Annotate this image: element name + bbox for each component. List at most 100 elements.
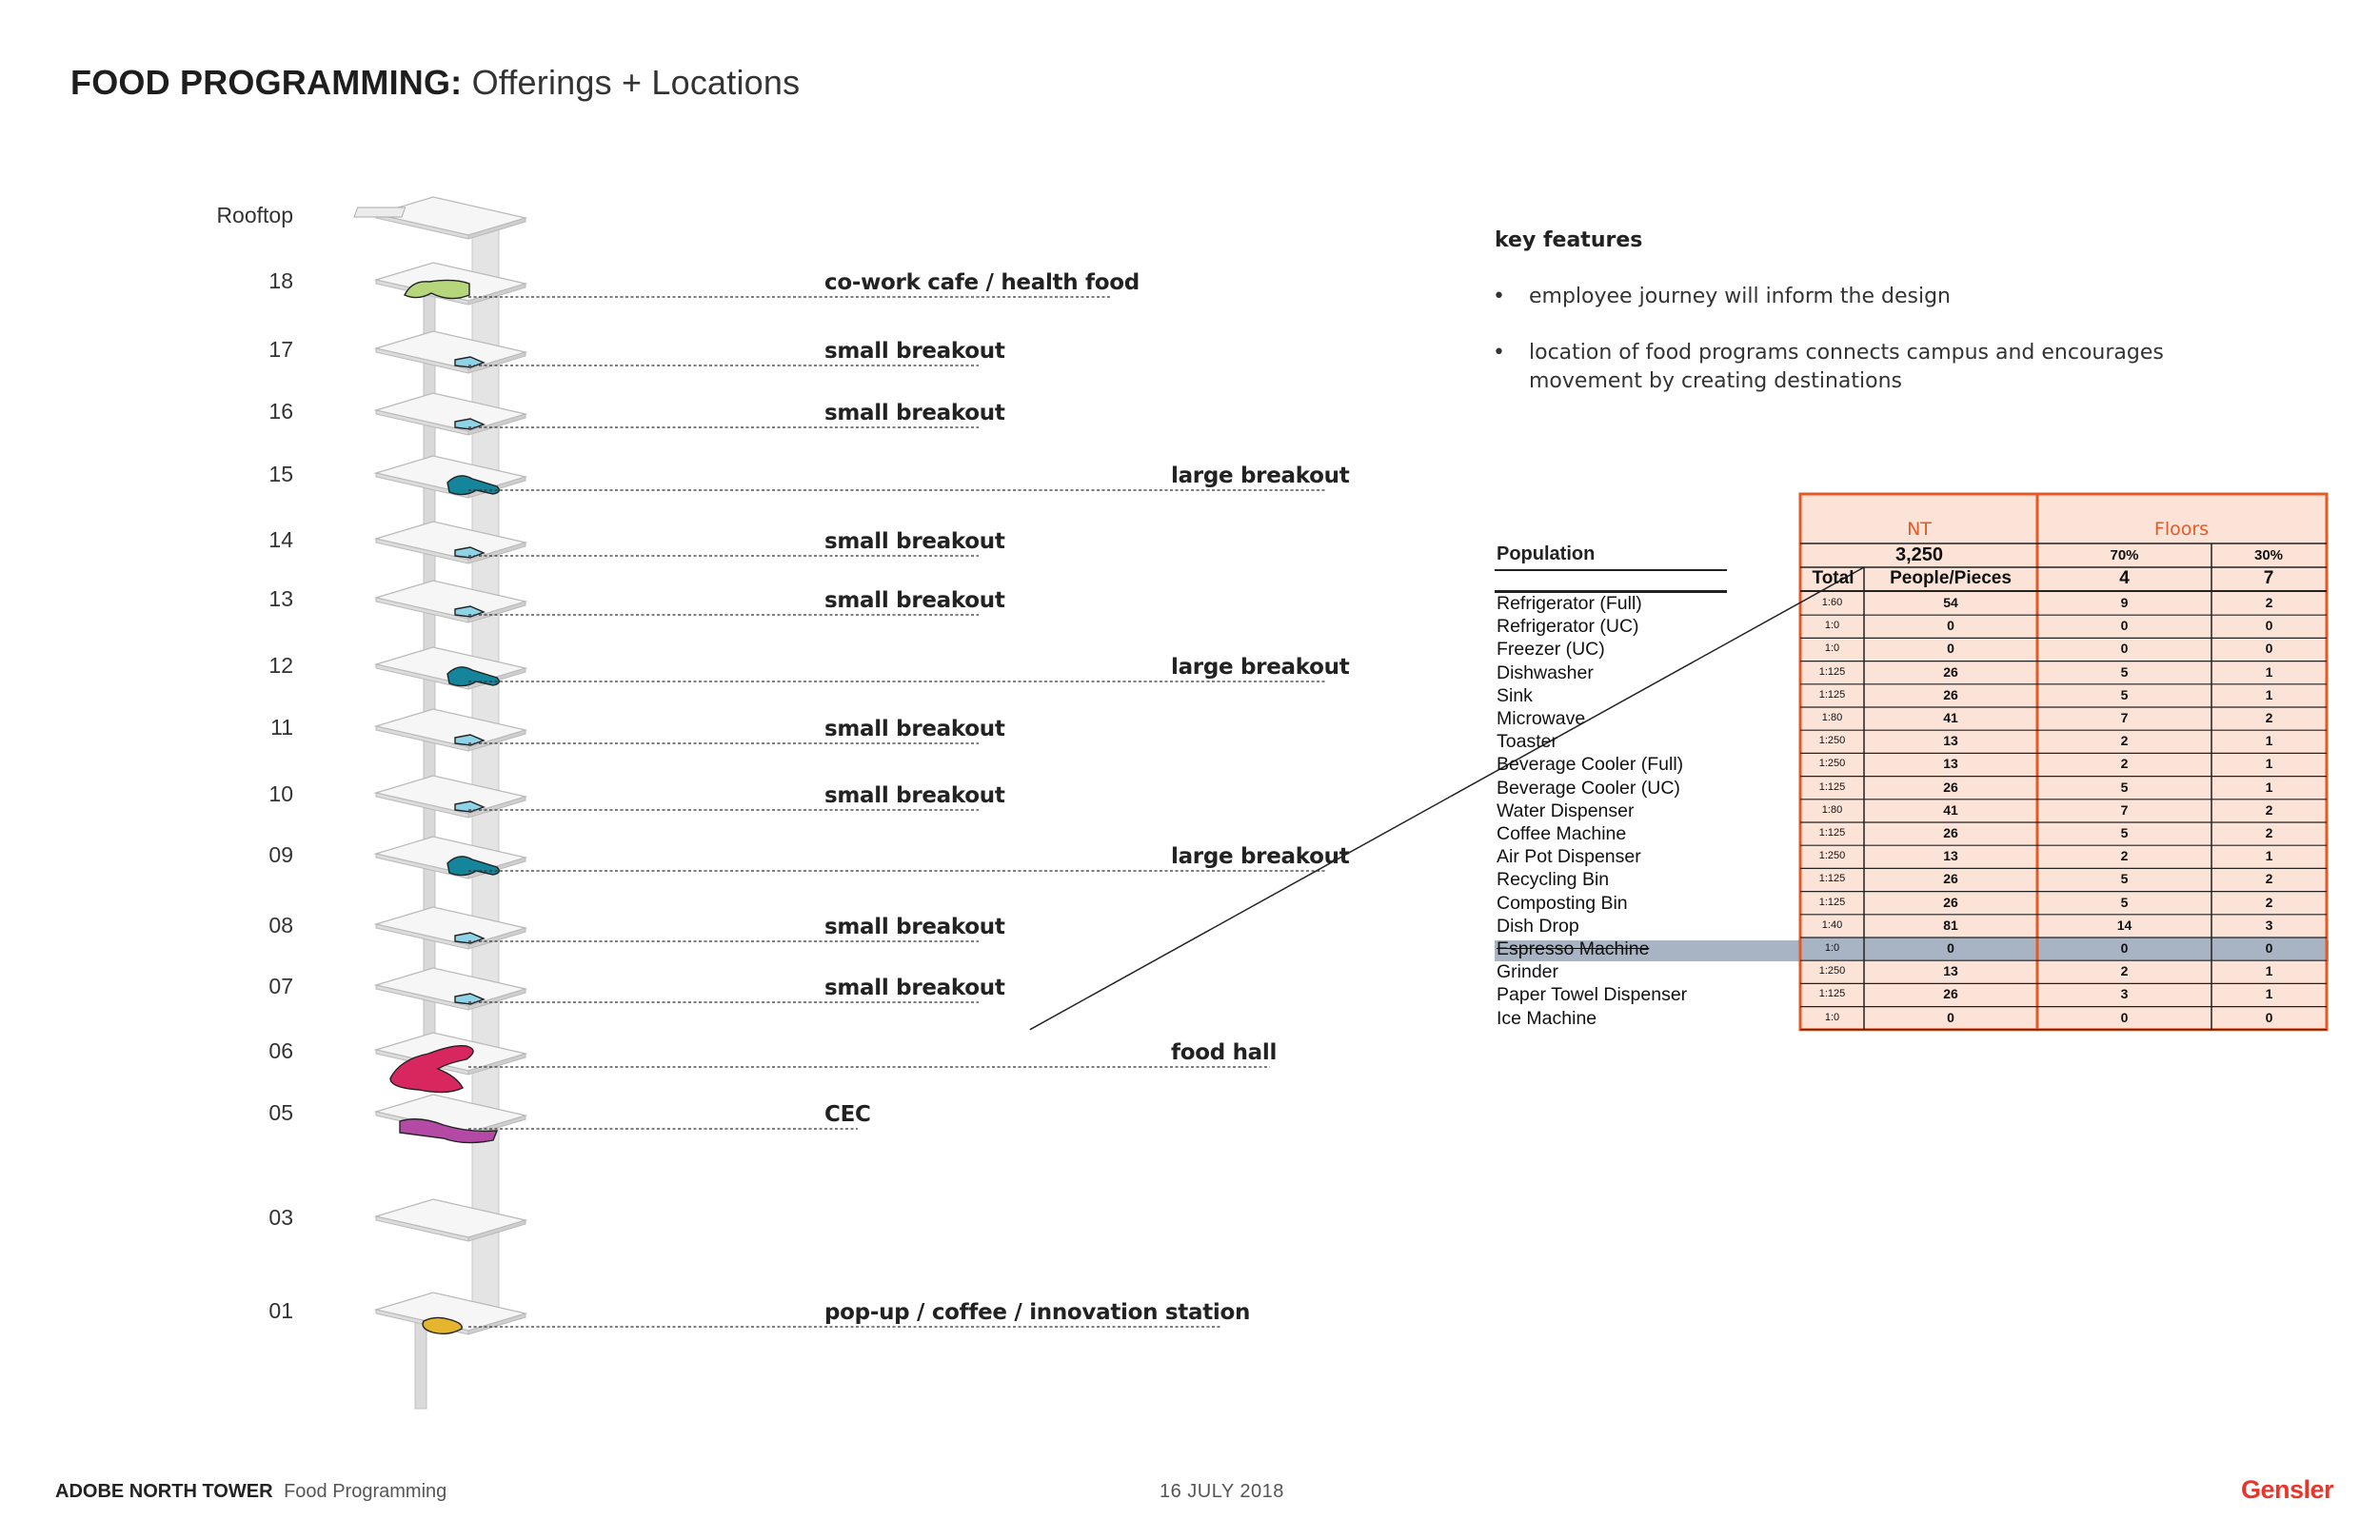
floors-a-cell: 5: [2120, 686, 2129, 702]
fixture-name: Dish Drop: [1497, 915, 1579, 937]
floors-a-cell: 0: [2120, 940, 2129, 956]
floors-b-cell: 0: [2265, 618, 2273, 634]
floors-a-cell: 3: [2120, 986, 2129, 1002]
people-cell: 0: [1947, 940, 1954, 956]
floor-label: 15: [268, 462, 293, 486]
footer-project-name: ADOBE NORTH TOWER: [55, 1481, 273, 1502]
gensler-logo: Gensler: [2241, 1475, 2334, 1504]
floor-plate-edge: [467, 927, 526, 950]
fixture-name: Composting Bin: [1497, 892, 1628, 914]
floor-label: 18: [268, 268, 293, 293]
floors-b-cell: 1: [2265, 756, 2273, 772]
bullet-glyph: •: [1493, 341, 1505, 365]
floors-b-cell: 2: [2265, 825, 2273, 840]
fixture-name: Coffee Machine: [1497, 823, 1627, 844]
floor-plate-edge: [467, 1053, 526, 1076]
floor-callout: CEC: [824, 1102, 871, 1127]
floor-plate-edge: [467, 351, 526, 374]
ratio-cell: 1:80: [1821, 803, 1843, 816]
people-cell: 13: [1943, 756, 1958, 772]
people-cell: 0: [1947, 1009, 1954, 1025]
floors-b-cell: 2: [2265, 595, 2273, 610]
fixture-name: Microwave: [1497, 708, 1586, 729]
floors-a-cell: 9: [2120, 595, 2129, 610]
ratio-cell: 1:125: [1818, 688, 1846, 701]
floor-label: 14: [268, 527, 293, 552]
floors-a-cell: 5: [2120, 894, 2129, 910]
floor-plate-edge: [467, 217, 526, 240]
fixture-name: Refrigerator (Full): [1497, 593, 1642, 614]
floors-b-cell: 2: [2265, 894, 2273, 910]
ratio-cell: 1:0: [1824, 642, 1840, 655]
ratio-cell: 1:125: [1818, 780, 1846, 793]
floor-plate-edge: [467, 729, 526, 752]
food-program-shapes: [389, 279, 500, 1335]
food-program-shape: [454, 993, 486, 1005]
fixture-name: Sink: [1497, 684, 1533, 706]
fixture-name: Recycling Bin: [1497, 869, 1610, 891]
footer-project-topic: Food Programming: [284, 1481, 447, 1502]
floor-label: 12: [268, 653, 293, 678]
food-program-shape: [454, 734, 486, 746]
floors-a-cell: 5: [2120, 779, 2129, 795]
ratio-cell: 1:0: [1824, 1011, 1840, 1023]
floor-plate-edge: [467, 1313, 526, 1335]
rooftop-equipment: [353, 207, 407, 218]
fixture-name: Ice Machine: [1497, 1007, 1597, 1029]
floors-b-cell: 1: [2265, 848, 2273, 864]
total-column-header: Total: [1812, 568, 1854, 588]
floor-callout: pop-up / coffee / innovation station: [824, 1300, 1251, 1325]
floors-b-cell: 0: [2265, 1009, 2273, 1025]
floor-label: 10: [268, 781, 293, 806]
floor-callout: small breakout: [824, 717, 1005, 741]
key-feature-text: location of food programs connects campu…: [1529, 341, 2164, 393]
floor-label: 07: [268, 974, 293, 998]
floor-label: 08: [268, 913, 293, 938]
food-program-shape: [454, 418, 486, 430]
floor-callout: small breakout: [824, 401, 1005, 425]
ratio-cell: 1:125: [1818, 665, 1846, 678]
floors-b-cell: 1: [2265, 779, 2273, 795]
floor-label: 16: [268, 399, 293, 424]
people-cell: 26: [1943, 825, 1958, 840]
floor-plate-edge: [467, 283, 526, 306]
floor-plate-edge: [467, 542, 526, 564]
floor-callout: large breakout: [1171, 655, 1350, 680]
floor-plate-edge: [467, 988, 526, 1011]
floors-a-cell: 2: [2120, 963, 2129, 979]
food-program-shape: [454, 932, 486, 944]
people-cell: 26: [1943, 986, 1958, 1002]
floor-plate-edge: [467, 601, 526, 623]
ratio-cell: 1:40: [1821, 918, 1843, 931]
floor-label: Rooftop: [216, 203, 293, 227]
floor-label: 05: [268, 1100, 293, 1125]
floors-b-cell: 1: [2265, 686, 2273, 702]
page-title-bold: FOOD PROGRAMMING:: [70, 63, 463, 102]
ratio-cell: 1:250: [1818, 965, 1846, 977]
ratio-cell: 1:250: [1818, 758, 1846, 770]
food-program-shape: [454, 800, 486, 813]
floors-b-header: 7: [2263, 568, 2274, 588]
floors-a-cell: 5: [2120, 871, 2129, 887]
floor-callout: large breakout: [1171, 464, 1350, 488]
pct-70: 70%: [2110, 547, 2139, 563]
floors-b-cell: 2: [2265, 801, 2273, 818]
floors-b-cell: 3: [2265, 917, 2273, 933]
fixture-name: Beverage Cooler (Full): [1497, 754, 1684, 776]
food-program-shape: [422, 1316, 463, 1335]
fixture-name: Beverage Cooler (UC): [1497, 777, 1680, 799]
floors-b-cell: 0: [2265, 940, 2273, 956]
floor-label: 17: [268, 337, 293, 362]
tower-stack-diagram: [353, 196, 1325, 1410]
floors-a-cell: 14: [2116, 917, 2132, 933]
fixture-name: Freezer (UC): [1497, 639, 1605, 661]
floor-callout: co-work cafe / health food: [824, 270, 1140, 295]
ratio-cell: 1:60: [1821, 597, 1843, 608]
floors-a-header: 4: [2119, 568, 2130, 588]
floor-callout: small breakout: [824, 339, 1005, 364]
page-title: FOOD PROGRAMMING: Offerings + Locations: [70, 63, 800, 103]
people-cell: 41: [1943, 801, 1958, 818]
people-cell: 26: [1943, 779, 1958, 795]
pct-30: 30%: [2253, 547, 2284, 563]
